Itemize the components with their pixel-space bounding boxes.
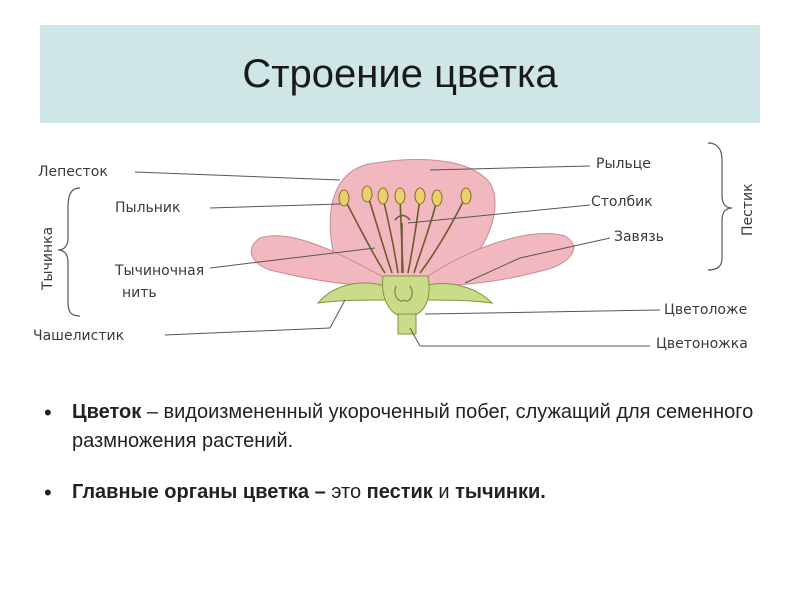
slide-title: Строение цветка bbox=[242, 51, 558, 96]
label-ovary: Завязь bbox=[614, 229, 664, 245]
bullet-part4: и bbox=[432, 481, 456, 503]
pointer-lines bbox=[134, 165, 661, 347]
bullet-part3: пестик bbox=[366, 481, 433, 503]
petal-left bbox=[250, 235, 386, 287]
petal-right bbox=[424, 233, 575, 287]
stamen-bracket bbox=[57, 187, 81, 317]
label-stamen: Тычинка bbox=[40, 227, 56, 291]
pistil-shape bbox=[394, 214, 411, 273]
flower-diagram: Лепесток Пыльник Тычиночная нить Чашелис… bbox=[33, 142, 756, 352]
bullet-part5: тычинки. bbox=[455, 481, 546, 503]
label-stigma: Рыльце bbox=[596, 156, 651, 172]
anthers bbox=[338, 185, 472, 207]
label-pistil: Пестик bbox=[740, 183, 756, 236]
pistil-bracket bbox=[707, 142, 733, 271]
bullet-text: – видоизмененный укороченный побег, служ… bbox=[72, 401, 754, 452]
receptacle-shape bbox=[381, 275, 430, 317]
bullet-item: • Цветок – видоизмененный укороченный по… bbox=[40, 398, 760, 456]
bullet-part2: это bbox=[331, 481, 367, 503]
bullet-item: • Главные органы цветка – это пестик и т… bbox=[40, 478, 760, 507]
pedicel-shape bbox=[397, 313, 417, 335]
filaments bbox=[344, 195, 466, 274]
bullet-list: • Цветок – видоизмененный укороченный по… bbox=[40, 398, 760, 507]
label-style: Столбик bbox=[591, 194, 653, 210]
bullet-term: Цветок bbox=[72, 401, 142, 423]
ovary-shape bbox=[394, 285, 413, 302]
label-sepal: Чашелистик bbox=[33, 328, 124, 344]
sepal-right bbox=[417, 283, 494, 304]
bullet-dot: • bbox=[44, 480, 52, 505]
label-petal: Лепесток bbox=[38, 164, 108, 180]
sepal-left bbox=[316, 282, 391, 304]
label-receptacle: Цветоложе bbox=[664, 302, 747, 318]
label-filament-line1: Тычиночная bbox=[114, 263, 204, 279]
title-bar: Строение цветка bbox=[40, 25, 760, 123]
bullet-part1: Главные органы цветка – bbox=[72, 481, 332, 503]
label-anther: Пыльник bbox=[115, 200, 181, 216]
label-filament-line2: нить bbox=[122, 285, 157, 301]
bullet-dot: • bbox=[44, 400, 52, 425]
label-pedicel: Цветоножка bbox=[656, 336, 748, 352]
